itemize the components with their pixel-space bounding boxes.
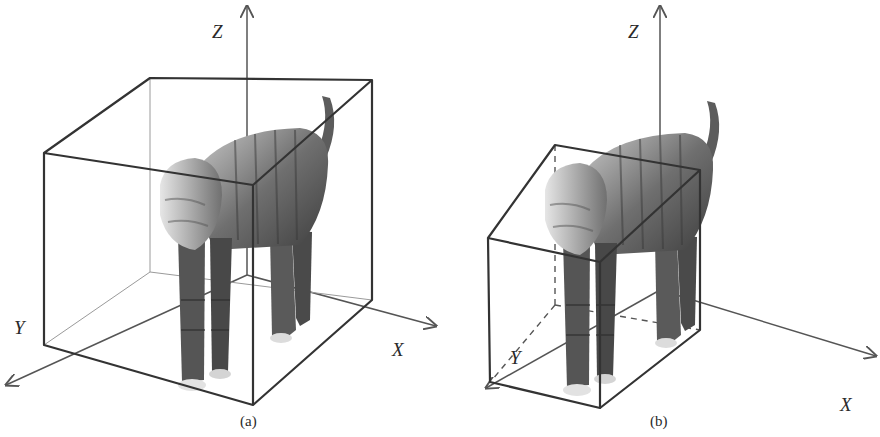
axis-label: Z [628,22,639,41]
panel-caption: (b) [650,414,668,429]
panel-caption: (a) [240,414,257,429]
axis-label: X [840,395,852,414]
axis-label: Z [212,22,223,41]
axis-label: X [392,340,404,359]
axis-label: Y [14,318,25,337]
axis-label: Y [510,348,521,367]
